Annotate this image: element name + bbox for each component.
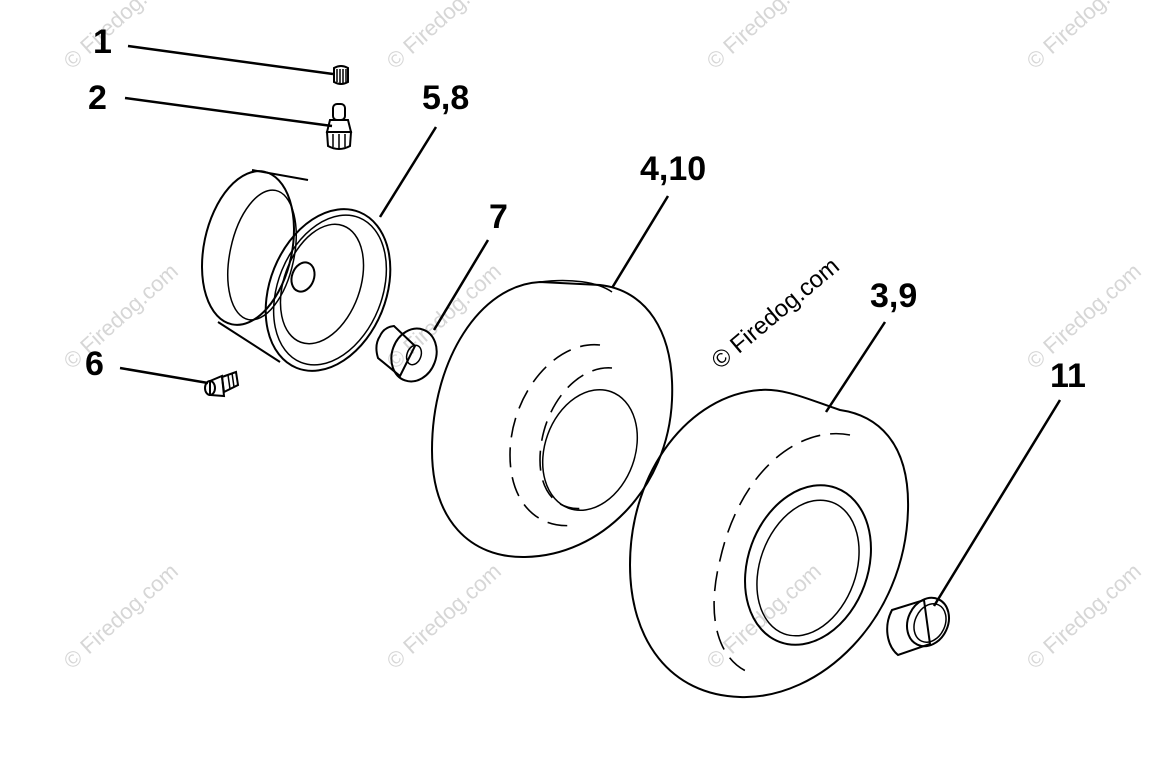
label-part-6: 6	[85, 345, 104, 383]
watermark-text: © Firedog.com	[382, 558, 506, 673]
label-part-5-8: 5,8	[422, 79, 469, 117]
leader-6	[119, 366, 209, 385]
part-2-valve-stem	[325, 103, 353, 150]
part-labels: 1 2 5,8 7 4,10 3,9 6 11	[85, 23, 1086, 395]
leader-3-9	[824, 321, 887, 413]
leader-5-8	[378, 126, 438, 218]
leader-2	[124, 96, 333, 128]
label-part-3-9: 3,9	[870, 277, 917, 315]
watermark-text: © Firedog.com	[59, 258, 183, 373]
part-7-bushing	[375, 324, 438, 383]
watermark-text: © Firedog.com	[1022, 558, 1146, 673]
label-part-11: 11	[1050, 357, 1086, 395]
label-part-7: 7	[489, 198, 508, 236]
part-5-8-wheel-rim	[201, 169, 392, 372]
leader-4-10	[610, 195, 670, 289]
part-4-10-front-tire	[430, 279, 674, 559]
watermark-text: © Firedog.com	[702, 0, 826, 74]
leader-1	[127, 44, 334, 76]
watermark-text: © Firedog.com	[59, 0, 183, 74]
watermark-text: © Firedog.com	[382, 0, 506, 74]
part-1-valve-cap	[333, 65, 349, 85]
label-part-4-10: 4,10	[640, 150, 706, 188]
watermark-text-dark: © Firedog.com	[707, 253, 845, 375]
part-3-9-rear-tire	[628, 388, 910, 699]
leader-11	[932, 399, 1062, 607]
label-part-1: 1	[93, 23, 112, 61]
leader-lines	[119, 44, 1062, 607]
watermark-text: © Firedog.com	[59, 558, 183, 673]
watermark-text: © Firedog.com	[1022, 0, 1146, 74]
leader-7	[432, 239, 490, 331]
watermark-layer: © Firedog.com © Firedog.com © Firedog.co…	[59, 0, 1146, 674]
label-part-2: 2	[88, 79, 107, 117]
part-11-cap	[886, 596, 950, 657]
part-6-grease-fitting	[204, 370, 240, 398]
